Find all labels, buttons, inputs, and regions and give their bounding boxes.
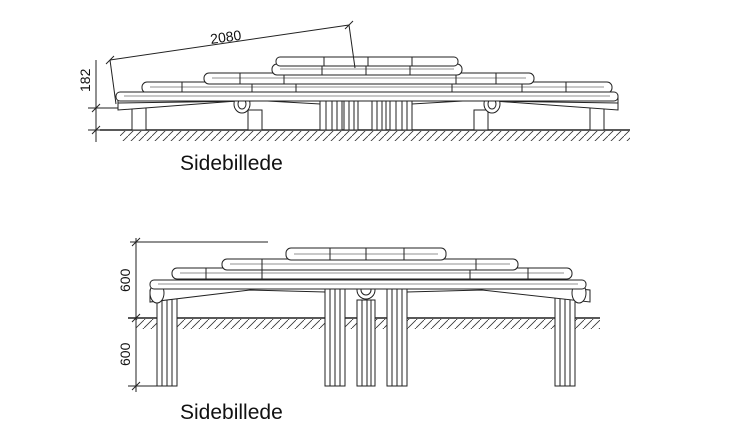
bench-legs bbox=[131, 95, 605, 131]
posts bbox=[156, 279, 576, 387]
tiered-logs bbox=[149, 247, 587, 290]
dimension-label-600-upper: 600 bbox=[117, 268, 133, 292]
dimension-label-2080: 2080 bbox=[209, 27, 242, 47]
view-caption: Sidebillede bbox=[180, 152, 283, 175]
dimension-600-600 bbox=[128, 237, 268, 392]
tiered-logs bbox=[115, 56, 619, 102]
dimension-label-600-lower: 600 bbox=[117, 342, 133, 366]
view-caption: Sidebillede bbox=[180, 401, 283, 424]
side-view-top: 2080 182 bbox=[77, 20, 630, 142]
dimension-2080 bbox=[105, 20, 356, 105]
dimension-label-182: 182 bbox=[77, 68, 93, 92]
side-view-bottom: 600 600 bbox=[117, 237, 600, 392]
ground-hatching bbox=[120, 131, 630, 141]
dimension-182 bbox=[88, 60, 118, 142]
